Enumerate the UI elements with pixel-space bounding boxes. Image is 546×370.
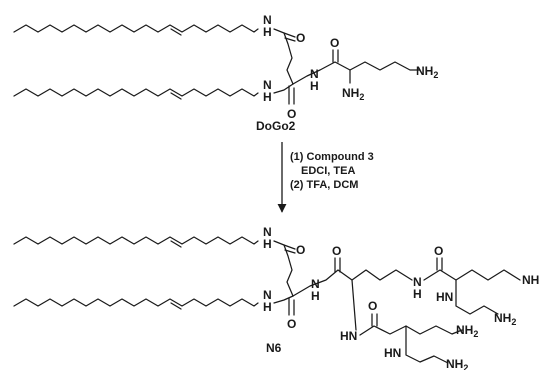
dogo2-lower-amide <box>273 83 294 94</box>
dogo2-compound-name: DoGo2 <box>256 119 296 133</box>
dogo2-lower-oleyl-chain <box>13 88 259 97</box>
n6-upper-amide-h: H <box>263 237 272 251</box>
dogo2-lower-amide-h: H <box>263 90 272 104</box>
n6-right-aminoethyl <box>455 279 499 315</box>
n6-lower-terminal-nh2: NH2 <box>456 323 478 339</box>
n6-upper-oleyl-chain <box>13 236 259 245</box>
dogo2-upper-amide-h: H <box>263 25 272 39</box>
n6-epsilon-n: N <box>413 275 422 289</box>
dogo2-ornithine-chain <box>292 61 421 85</box>
condition-step1-reagents: EDCI, TEA <box>301 165 355 177</box>
n6-lower-lysine-chain <box>359 325 463 336</box>
n6-lower-ethyl-nh2: NH2 <box>446 357 468 370</box>
dogo2-ornithine-carbonyl-o: O <box>330 36 339 50</box>
n6-lower-aminoethyl <box>405 325 449 364</box>
n6-upper-amide-n: N <box>263 225 272 239</box>
n6-right-alpha-hn: HN <box>436 290 453 304</box>
dogo2-upper-oleyl-chain <box>13 24 259 33</box>
n6-alpha-branch-bond <box>351 279 357 331</box>
n6-right-ethyl-nh2: NH2 <box>494 311 516 327</box>
n6-central-carbonyl-o: O <box>332 244 341 258</box>
n6-lower-alpha-hn: HN <box>384 346 401 360</box>
dogo2-upper-carbonyl-2 <box>284 37 296 42</box>
condition-step1: (1) Compound 3 <box>290 151 374 163</box>
dogo2-backbone-n: N <box>310 67 319 81</box>
dogo2-lower-carbonyl-o: O <box>287 107 296 121</box>
dogo2-upper-cis-double-bond <box>170 28 182 36</box>
n6-lower-carbonyl-o-label: O <box>368 299 377 313</box>
dogo2-upper-carbonyl-o: O <box>296 31 305 45</box>
dogo2-backbone-h: H <box>310 79 319 93</box>
n6-upper-carbonyl-2 <box>284 249 296 254</box>
n6-compound-name: N6 <box>266 341 282 355</box>
n6-backbone-n: N <box>311 277 320 291</box>
dogo2-upper-carbonyl <box>283 32 296 38</box>
n6-lower-cis-double-bond <box>170 302 182 310</box>
n6-glutamate-backbone <box>273 240 294 297</box>
dogo2-upper-amide-n: N <box>263 13 272 27</box>
dogo2-lower-amide-n: N <box>263 78 272 92</box>
n6-backbone-h: H <box>311 289 320 303</box>
n6-lower-amide-n: N <box>263 288 272 302</box>
n6-structure: N H O N H O N H O N H O NH HN NH2 O HN N… <box>13 225 539 370</box>
n6-lower-amide-hn: HN <box>340 329 357 343</box>
n6-lower-amide-h: H <box>263 300 272 314</box>
n6-right-lysine-chain <box>423 269 521 281</box>
n6-epsilon-h: H <box>413 287 422 301</box>
n6-lower-oleyl-chain <box>13 298 259 307</box>
n6-upper-carbonyl <box>283 244 296 250</box>
dogo2-glutamate-backbone <box>273 28 294 85</box>
n6-right-carbonyl-o: O <box>434 244 443 258</box>
n6-lower-carbonyl-o: O <box>287 317 296 331</box>
n6-upper-carbonyl-o: O <box>296 243 305 257</box>
dogo2-structure: N H O N H O N H O NH2 NH2 <box>13 13 438 121</box>
dogo2-alpha-nh2: NH2 <box>342 86 364 102</box>
n6-right-terminal-nh: NH <box>522 273 539 287</box>
dogo2-terminal-nh2: NH2 <box>416 64 438 80</box>
dogo2-lower-cis-double-bond <box>170 92 182 100</box>
n6-upper-cis-double-bond <box>170 240 182 248</box>
condition-step2: (2) TFA, DCM <box>290 179 358 191</box>
n6-lower-amide <box>273 295 294 304</box>
